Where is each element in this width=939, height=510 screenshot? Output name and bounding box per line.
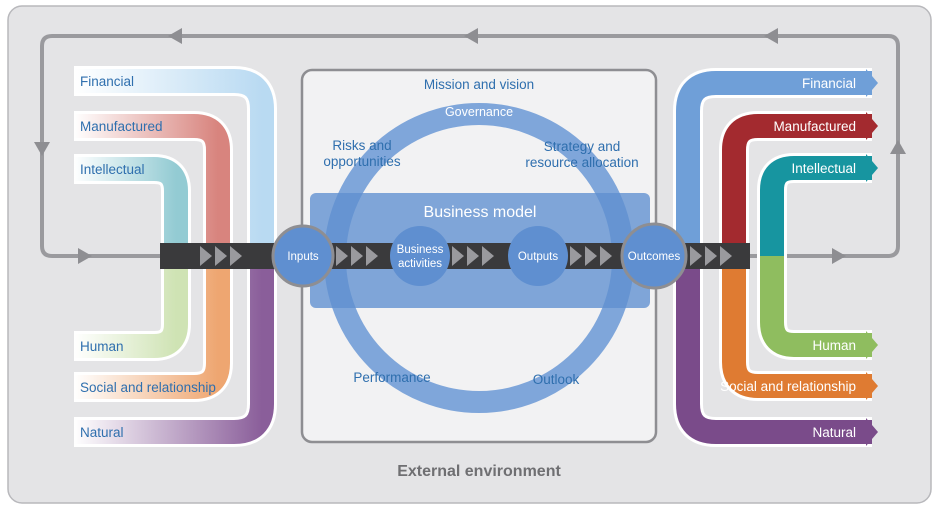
arrow-head-icon <box>866 154 878 182</box>
external-environment-label: External environment <box>397 463 561 480</box>
flow-chevron-icon <box>336 246 348 266</box>
flow-chevron-icon <box>230 246 242 266</box>
strategy-label-2: resource allocation <box>525 155 638 170</box>
loop-arrow-icon <box>464 28 478 44</box>
mission-and-vision-label: Mission and vision <box>424 77 534 92</box>
flow-chevron-icon <box>720 246 732 266</box>
outcomes-label: Outcomes <box>628 251 681 263</box>
left-capital-human: Human <box>80 339 124 354</box>
arrow-head-icon <box>866 372 878 400</box>
loop-arrow-icon <box>890 140 906 154</box>
inputs-label: Inputs <box>287 251 319 263</box>
flow-chevron-icon <box>351 246 363 266</box>
arrow-head-icon <box>866 69 878 97</box>
flow-chevron-icon <box>600 246 612 266</box>
right-capital-manufactured: Manufactured <box>773 119 856 134</box>
loop-arrow-icon <box>832 248 846 264</box>
right-capital-social: Social and relationship <box>720 379 856 394</box>
right-capital-natural: Natural <box>812 425 856 440</box>
arrow-head-icon <box>866 112 878 140</box>
outcomes-node: Outcomes <box>620 222 688 290</box>
flow-chevron-icon <box>585 246 597 266</box>
risks-label-1: Risks and <box>332 138 391 153</box>
flow-chevron-icon <box>570 246 582 266</box>
flow-chevrons <box>200 246 732 266</box>
flow-chevron-icon <box>705 246 717 266</box>
right-capital-financial: Financial <box>802 76 856 91</box>
loop-arrow-icon <box>78 248 92 264</box>
left-capital-natural: Natural <box>80 425 124 440</box>
outputs-label: Outputs <box>518 251 559 263</box>
left-capital-bands <box>74 66 277 447</box>
strategy-label-1: Strategy and <box>544 139 621 154</box>
left-capital-intellectual: Intellectual <box>80 162 145 177</box>
inputs-node: Inputs <box>271 224 335 288</box>
business-activities-label-1: Business <box>397 244 444 256</box>
right-capital-bands <box>673 68 878 447</box>
flow-chevron-icon <box>366 246 378 266</box>
arrow-head-icon <box>866 418 878 446</box>
flow-chevron-icon <box>215 246 227 266</box>
loop-arrow-icon <box>168 28 182 44</box>
performance-label: Performance <box>353 370 430 385</box>
outlook-label: Outlook <box>533 372 580 387</box>
right-capital-intellectual: Intellectual <box>791 161 856 176</box>
loop-arrow-icon <box>764 28 778 44</box>
right-capital-human: Human <box>812 338 856 353</box>
flow-chevron-icon <box>467 246 479 266</box>
business-activities-label-2: activities <box>398 258 442 270</box>
business-activities-node: Business activities <box>390 226 450 286</box>
arrow-head-icon <box>866 331 878 359</box>
flow-chevron-icon <box>482 246 494 266</box>
loop-arrow-icon <box>34 142 50 156</box>
risks-label-2: opportunities <box>323 154 401 169</box>
business-model-label: Business model <box>424 204 537 221</box>
governance-label: Governance <box>445 105 513 119</box>
flow-chevron-icon <box>200 246 212 266</box>
left-capital-financial: Financial <box>80 74 134 89</box>
outputs-node: Outputs <box>508 226 568 286</box>
left-capital-social: Social and relationship <box>80 380 216 395</box>
flow-chevron-icon <box>690 246 702 266</box>
left-capital-manufactured: Manufactured <box>80 119 163 134</box>
flow-chevron-icon <box>452 246 464 266</box>
